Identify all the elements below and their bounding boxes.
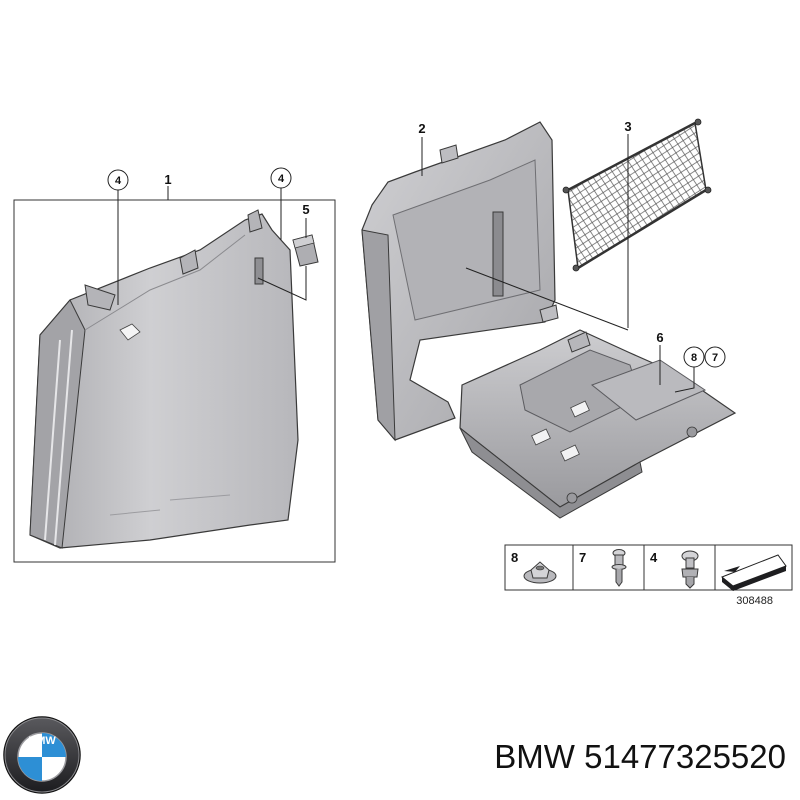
screw-icon	[611, 549, 627, 587]
part-6-storage-tray	[459, 329, 737, 519]
clip-icon	[681, 550, 699, 589]
callout-2: 2	[418, 121, 425, 136]
callout-6: 6	[656, 330, 663, 345]
arrow-symbol-icon	[721, 554, 787, 591]
part-3-cargo-net	[562, 118, 712, 272]
nut-icon	[523, 561, 557, 584]
callout-1: 1	[164, 172, 171, 187]
callout-3: 3	[624, 119, 631, 134]
bmw-logo-icon: BMW	[3, 716, 81, 794]
callout-7-circle	[704, 346, 726, 368]
callout-4b: 4	[278, 173, 285, 185]
callout-5: 5	[302, 202, 309, 217]
part-2-compartment-cover	[361, 121, 559, 442]
part-5-cover-cap	[292, 234, 319, 267]
part-1-group-frame	[13, 199, 336, 563]
legend-number-8: 8	[511, 550, 518, 565]
svg-text:BMW: BMW	[28, 735, 56, 747]
callouts: 1 4 4 5 2 3 6 8 7	[107, 119, 726, 368]
callout-4a-circle	[107, 169, 129, 191]
callout-8: 8	[691, 352, 697, 364]
part-1-side-trim-panel	[29, 209, 299, 549]
callout-4a: 4	[115, 175, 122, 187]
leader-lines	[117, 134, 695, 393]
legend-number-4: 4	[650, 550, 658, 565]
callout-4b-circle	[270, 167, 292, 189]
fastener-legend: 8 7 4 308488	[504, 544, 793, 607]
callout-8-circle	[683, 346, 705, 368]
reference-number: 308488	[736, 595, 773, 607]
callout-7: 7	[712, 352, 718, 364]
legend-number-7: 7	[579, 550, 586, 565]
part-number-caption: BMW 51477325520	[494, 738, 786, 775]
